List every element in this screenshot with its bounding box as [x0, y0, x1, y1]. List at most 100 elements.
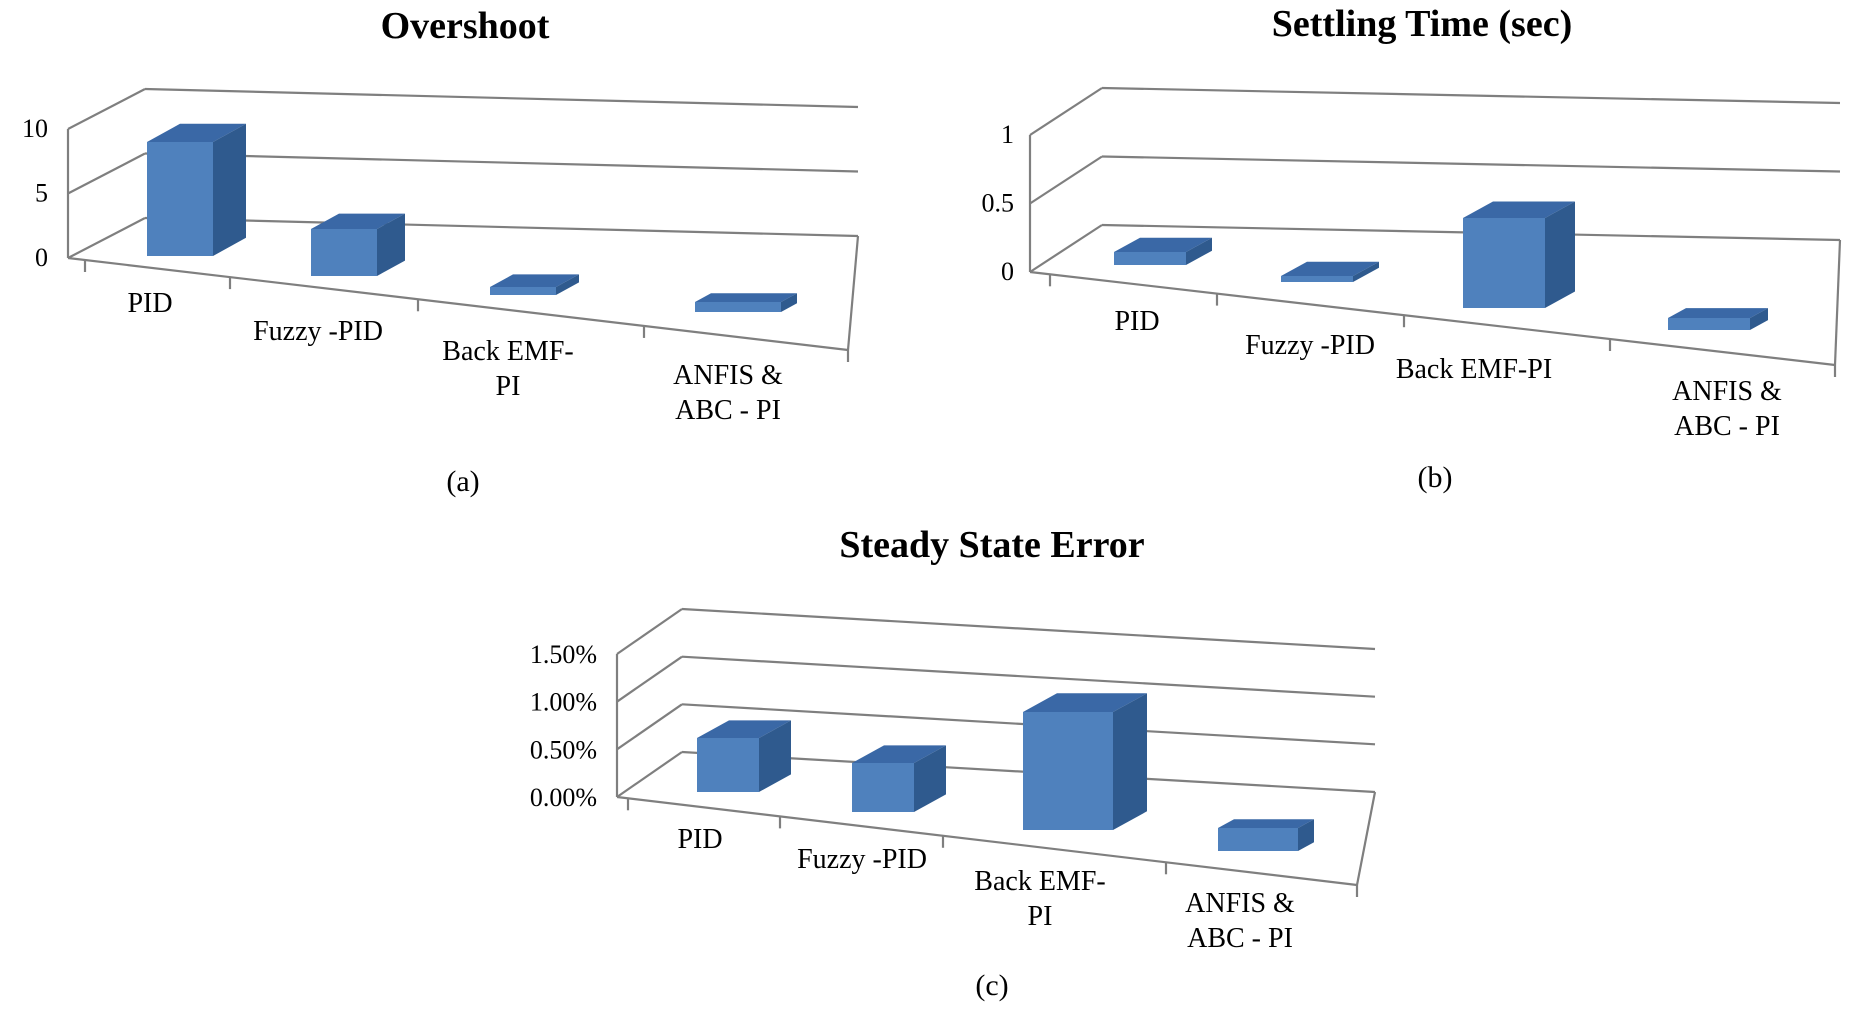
- bar-front: [697, 738, 759, 792]
- side-gridline: [67, 152, 146, 195]
- bar-top: [1281, 261, 1379, 276]
- gridline: [144, 152, 859, 173]
- bar-top: [1668, 308, 1768, 318]
- side-gridline: [67, 217, 146, 259]
- bar-back-emf-pi: [1463, 201, 1575, 308]
- y-tick-label: 0.50%: [530, 735, 597, 764]
- bar-side: [556, 274, 579, 295]
- bar-side: [1298, 819, 1314, 851]
- bar-anfis-abc-pi: [1218, 819, 1314, 851]
- bar-front: [1114, 252, 1186, 265]
- bar-front: [1668, 318, 1750, 330]
- bar-top: [1218, 819, 1314, 828]
- y-tick-label: 0: [35, 243, 48, 272]
- bar-top: [852, 745, 946, 763]
- gridline: [144, 87, 859, 109]
- chart-c: Steady State Error0.00%0.50%1.00%1.50%PI…: [530, 524, 1377, 1002]
- y-tick-label: 5: [35, 179, 48, 208]
- bar-top: [697, 720, 791, 738]
- bar-top: [1023, 693, 1147, 712]
- y-tick-label: 10: [22, 114, 48, 143]
- bar-top: [695, 293, 797, 302]
- bar-front: [311, 229, 377, 276]
- bar-fuzzy-pid: [1281, 261, 1379, 282]
- bar-top: [1463, 201, 1575, 218]
- category-label: PI: [496, 371, 521, 402]
- bar-side: [377, 213, 405, 276]
- panel-caption: (c): [975, 969, 1008, 1002]
- bar-pid: [697, 720, 791, 792]
- bar-front: [1281, 276, 1353, 282]
- bar-pid: [1114, 237, 1212, 265]
- chart-title: Overshoot: [381, 5, 550, 47]
- bar-side: [759, 720, 791, 792]
- bar-front: [695, 302, 781, 312]
- category-label: Fuzzy -PID: [253, 316, 383, 347]
- bar-side: [914, 745, 946, 812]
- bar-back-emf-pi: [490, 274, 579, 295]
- bar-side: [1353, 261, 1379, 282]
- bar-front: [1218, 828, 1298, 851]
- bar-side: [1545, 201, 1575, 308]
- category-label: ANFIS &: [1185, 888, 1295, 919]
- category-label: PI: [1028, 901, 1053, 932]
- bar-side: [1750, 308, 1768, 330]
- y-tick-label: 0: [1001, 257, 1014, 286]
- category-label: ABC - PI: [675, 395, 781, 426]
- category-label: ABC - PI: [1674, 411, 1780, 442]
- gridline: [1101, 86, 1841, 105]
- bar-side: [1186, 237, 1212, 265]
- bar-side: [1113, 693, 1147, 830]
- panel-caption: (a): [446, 465, 479, 498]
- side-gridline: [1029, 87, 1103, 136]
- category-label: PID: [677, 824, 722, 855]
- side-gridline: [616, 751, 683, 798]
- x-axis-front: [616, 795, 1358, 887]
- category-label: Fuzzy -PID: [1245, 330, 1375, 361]
- bar-side: [781, 293, 797, 312]
- y-tick-label: 1.00%: [530, 688, 597, 717]
- chart-title: Settling Time (sec): [1272, 3, 1572, 45]
- x-axis-right: [1833, 239, 1842, 366]
- y-tick-label: 0.5: [982, 189, 1015, 218]
- bar-pid: [147, 123, 246, 256]
- gridline: [144, 216, 859, 238]
- bar-front: [490, 287, 556, 295]
- category-label: ANFIS &: [673, 360, 783, 391]
- category-label: PID: [127, 288, 172, 319]
- gridline: [681, 655, 1376, 698]
- y-tick-label: 0.00%: [530, 783, 597, 812]
- x-axis-right: [846, 235, 860, 351]
- category-label: PID: [1114, 306, 1159, 337]
- gridline: [681, 607, 1376, 651]
- bar-top: [1114, 237, 1212, 252]
- bar-top: [147, 123, 246, 142]
- side-gridline: [67, 88, 146, 130]
- side-gridline: [616, 608, 683, 655]
- bar-anfis-abc-pi: [695, 293, 797, 312]
- bar-top: [311, 213, 405, 229]
- category-label: ANFIS &: [1672, 376, 1782, 407]
- bar-fuzzy-pid: [852, 745, 946, 812]
- y-tick-label: 1: [1001, 120, 1014, 149]
- bar-top: [490, 274, 579, 287]
- panel-caption: (b): [1418, 461, 1453, 494]
- x-axis-front: [1029, 270, 1836, 367]
- bar-side: [213, 123, 246, 256]
- bar-front: [147, 142, 213, 256]
- gridline: [1101, 155, 1841, 173]
- x-axis-front: [67, 256, 849, 352]
- bar-back-emf-pi: [1023, 693, 1147, 830]
- side-gridline: [1029, 224, 1103, 273]
- side-gridline: [616, 703, 683, 751]
- bar-front: [1023, 712, 1113, 830]
- side-gridline: [616, 655, 683, 703]
- bar-anfis-abc-pi: [1668, 308, 1768, 330]
- side-gridline: [1029, 155, 1103, 205]
- y-tick-label: 1.50%: [530, 640, 597, 669]
- bar-front: [1463, 218, 1545, 308]
- category-label: Fuzzy -PID: [797, 844, 927, 875]
